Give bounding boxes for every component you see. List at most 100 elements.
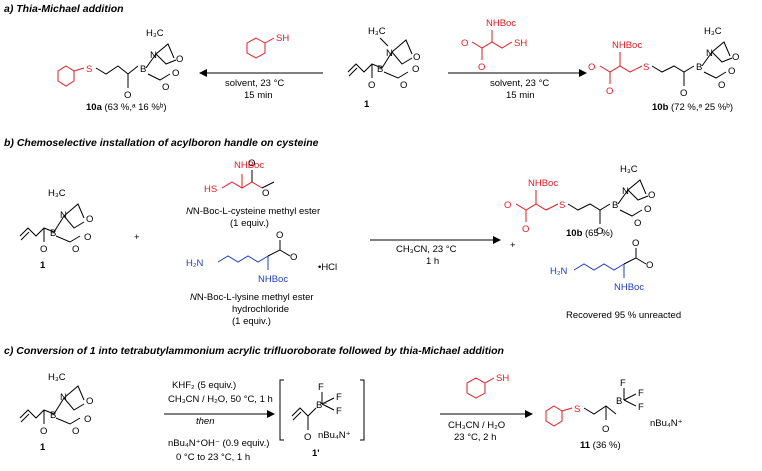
condition-khf2: KHF₂ (5 equiv.) — [172, 380, 236, 391]
recovered-lysine — [573, 248, 647, 278]
oxygen-label: O — [72, 244, 79, 255]
label-11: 11 (36 %) — [580, 440, 621, 451]
boron-label: B — [612, 200, 618, 211]
oxygen-label: O — [413, 52, 420, 63]
oxygen-label: O — [588, 62, 595, 73]
oxygen-label: O — [644, 204, 651, 215]
plus-sign-b2: + — [510, 240, 516, 251]
condition-solvent-b: CH₃CN, 23 °C — [396, 244, 457, 255]
compound-10b-b — [515, 179, 649, 224]
boron-label: B — [140, 64, 146, 75]
label-1-a: 1 — [364, 99, 370, 110]
oxygen-label: O — [412, 64, 419, 75]
compound-10a — [57, 43, 177, 88]
oxygen-label: O — [86, 214, 93, 225]
oxygen-label: O — [602, 424, 609, 435]
amine-label: H₂N — [186, 258, 204, 269]
sulfur-label: S — [86, 64, 92, 75]
methyl-label: H₃C — [146, 28, 164, 39]
lysine-equiv: (1 equiv.) — [232, 316, 271, 327]
fluorine-label: F — [638, 388, 644, 399]
boron-label: B — [50, 410, 56, 421]
thiol-label: SH — [276, 33, 289, 44]
nhboc-label: NHBoc — [528, 178, 558, 189]
condition-temp-c1: 0 °C to 23 °C, 1 h — [176, 452, 250, 463]
oxygen-label: O — [262, 188, 269, 199]
label-1-b: 1 — [40, 260, 46, 271]
nitrogen-label: N — [60, 392, 67, 403]
oxygen-label: O — [400, 80, 407, 91]
oxygen-label: O — [304, 432, 311, 443]
fluorine-label: F — [318, 382, 324, 393]
oxygen-label: O — [40, 426, 47, 437]
label-1-c: 1 — [40, 442, 46, 453]
condition-temp-c2: 23 °C, 2 h — [454, 432, 496, 443]
compound-1-b — [19, 203, 85, 243]
fluorine-label: F — [336, 392, 342, 403]
borate-label: B⁻ — [616, 396, 627, 407]
left-condition-solvent: solvent, 23 °C — [225, 78, 284, 89]
right-condition-solvent: solvent, 23 °C — [490, 78, 549, 89]
oxygen-label: O — [478, 62, 485, 73]
nhboc-label: NHBoc — [258, 274, 288, 285]
oxygen-label: O — [718, 80, 725, 91]
methyl-label: H₃C — [48, 188, 66, 199]
oxygen-label: O — [84, 232, 91, 243]
oxygen-label: O — [646, 260, 653, 271]
methyl-label: H₃C — [48, 372, 66, 383]
fluorine-label: F — [336, 406, 342, 417]
fluorine-label: F — [638, 402, 644, 413]
counterion-label: nBu₄N⁺ — [650, 418, 683, 429]
intermediate-1p — [279, 379, 365, 441]
methyl-label: H₃C — [620, 164, 638, 175]
plus-sign-b: + — [134, 232, 140, 243]
oxygen-label: O — [86, 396, 93, 407]
nhboc-label: NHBoc — [234, 160, 264, 171]
lysine-name-2: hydrochloride — [232, 304, 289, 315]
nhboc-label: NHBoc — [614, 282, 644, 293]
thiophenol-reagent — [246, 37, 275, 59]
amine-label: H₂N — [550, 266, 568, 277]
compound-11 — [545, 388, 637, 427]
sulfur-label: S — [559, 200, 565, 211]
oxygen-label: O — [162, 82, 169, 93]
methyl-label: H₃C — [704, 26, 722, 37]
nitrogen-label: N — [622, 186, 629, 197]
oxygen-label: O — [172, 68, 179, 79]
fluorine-label: F — [620, 378, 626, 389]
oxygen-label: O — [632, 238, 639, 249]
oxygen-label: O — [522, 224, 529, 235]
nitrogen-label: N — [60, 210, 67, 221]
compound-1-a — [347, 37, 413, 79]
nitrogen-label: N — [386, 48, 393, 59]
boron-label: B — [696, 62, 702, 73]
compound-10b-a — [599, 41, 733, 86]
oxygen-label: O — [40, 244, 47, 255]
oxygen-label: O — [368, 80, 375, 91]
label-10a: 10a (63 %,ᵃ 16 %ᵇ) — [86, 102, 167, 113]
oxygen-label: O — [732, 52, 739, 63]
hcl-label: •HCl — [318, 262, 337, 273]
thiol-label: SH — [496, 373, 509, 384]
sulfur-label: S — [574, 404, 580, 415]
label-10b-a: 10b (72 %,ᵃ 25 %ᵇ) — [652, 102, 733, 113]
thiol-label: SH — [514, 38, 527, 49]
compound-1-c — [19, 385, 85, 425]
methyl-label: H₃C — [368, 26, 386, 37]
oxygen-label: O — [606, 86, 613, 97]
lysine-name: NN-Boc-L-lysine methyl ester — [190, 292, 314, 303]
oxygen-label: O — [461, 38, 468, 49]
condition-solvent-c2: CH₃CN / H₂O — [448, 420, 505, 431]
right-condition-time: 15 min — [506, 90, 535, 101]
condition-then: then — [196, 416, 215, 427]
counterion-label: nBu₄N⁺ — [318, 430, 351, 441]
label-1p: 1' — [312, 448, 320, 459]
nhboc-label: NHBoc — [486, 18, 516, 29]
oxygen-label: O — [504, 200, 511, 211]
oxygen-label: O — [276, 230, 283, 241]
oxygen-label: O — [248, 158, 255, 169]
cysteine-name: NN-Boc-L-cysteine methyl ester — [186, 206, 320, 217]
nhboc-label: NHBoc — [612, 40, 642, 51]
oxygen-label: O — [596, 226, 603, 237]
